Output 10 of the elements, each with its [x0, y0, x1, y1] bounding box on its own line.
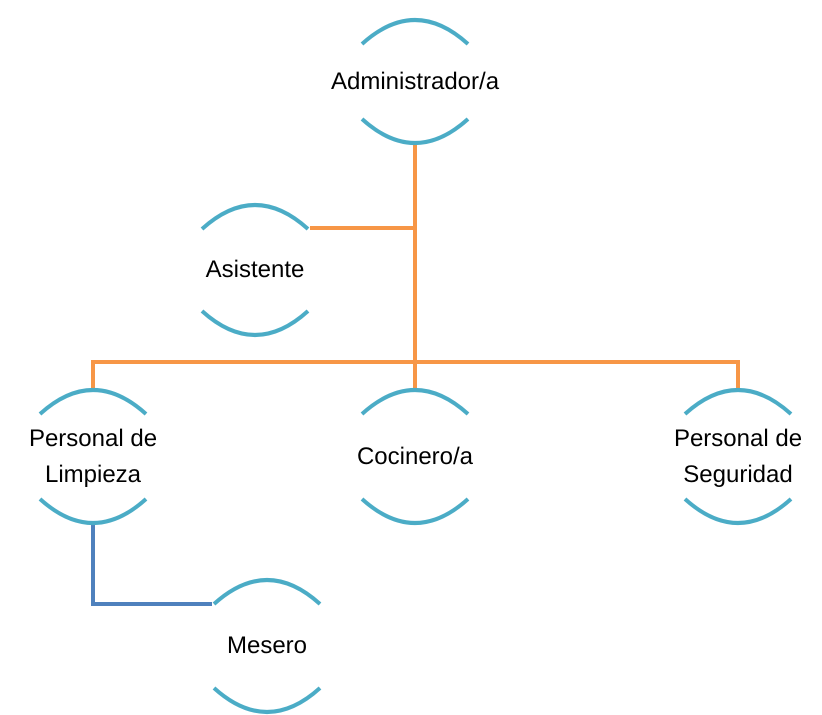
connector-line [91, 525, 212, 606]
role-label: Mesero [226, 631, 308, 661]
connector-line [413, 145, 740, 388]
role-label: Asistente [204, 255, 306, 285]
role-label: Cocinero/a [356, 442, 474, 472]
role-label: Personal de Limpieza [28, 424, 158, 490]
role-node [212, 578, 322, 714]
role-node [200, 203, 310, 337]
role-label: Administrador/a [330, 66, 500, 96]
role-label: Personal de Seguridad [672, 424, 804, 490]
